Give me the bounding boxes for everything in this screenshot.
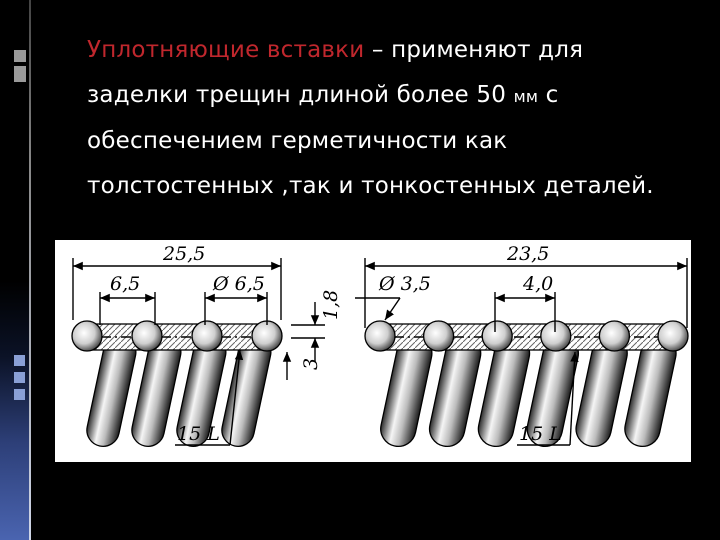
ball xyxy=(657,320,689,352)
insert-drawing-left xyxy=(71,320,283,447)
left-total-length-label: 25,5 xyxy=(162,243,205,265)
dimension-lines-left xyxy=(72,258,325,446)
right-pitch-label: 4,0 xyxy=(522,273,553,295)
ball xyxy=(481,320,513,352)
deco-square xyxy=(14,389,25,400)
left-height-label: 3 xyxy=(300,358,322,370)
sidebar-rule xyxy=(29,0,31,540)
slide-title-term: Уплотняющие вставки xyxy=(87,37,365,63)
slide-unit: мм xyxy=(513,87,539,106)
ball xyxy=(71,320,103,352)
slide-body-text: Уплотняющие вставки – применяют для заде… xyxy=(87,28,687,209)
left-pitch-label: 6,5 xyxy=(110,273,140,295)
left-diameter-label: Ø 6,5 xyxy=(212,273,265,295)
dimension-lines-right xyxy=(355,258,688,446)
slide-text-part1: – применяют для заделки трещин длиной бо… xyxy=(87,37,584,108)
ball xyxy=(191,320,223,352)
ball xyxy=(364,320,396,352)
right-diameter-label: Ø 3,5 xyxy=(378,273,431,295)
ball xyxy=(131,320,163,352)
deco-square xyxy=(14,66,26,82)
technical-drawing: 25,5 6,5 Ø 6,5 1,8 3 15 L 23,5 Ø 3,5 4,0… xyxy=(55,240,691,462)
ball xyxy=(540,320,572,352)
ball xyxy=(422,320,455,352)
ball xyxy=(598,320,631,352)
sidebar-gradient xyxy=(0,0,29,540)
deco-square xyxy=(14,372,25,383)
slide-text-part2: с обеспечением герметичности как толстос… xyxy=(87,82,654,199)
insert-drawing-right xyxy=(364,320,689,448)
deco-square xyxy=(14,355,25,366)
left-gap-label: 1,8 xyxy=(320,290,342,320)
right-leader-label: 15 L xyxy=(519,423,562,445)
left-leader-label: 15 L xyxy=(177,423,220,445)
ball xyxy=(251,320,283,352)
deco-square xyxy=(14,50,26,62)
right-total-length-label: 23,5 xyxy=(506,243,549,265)
